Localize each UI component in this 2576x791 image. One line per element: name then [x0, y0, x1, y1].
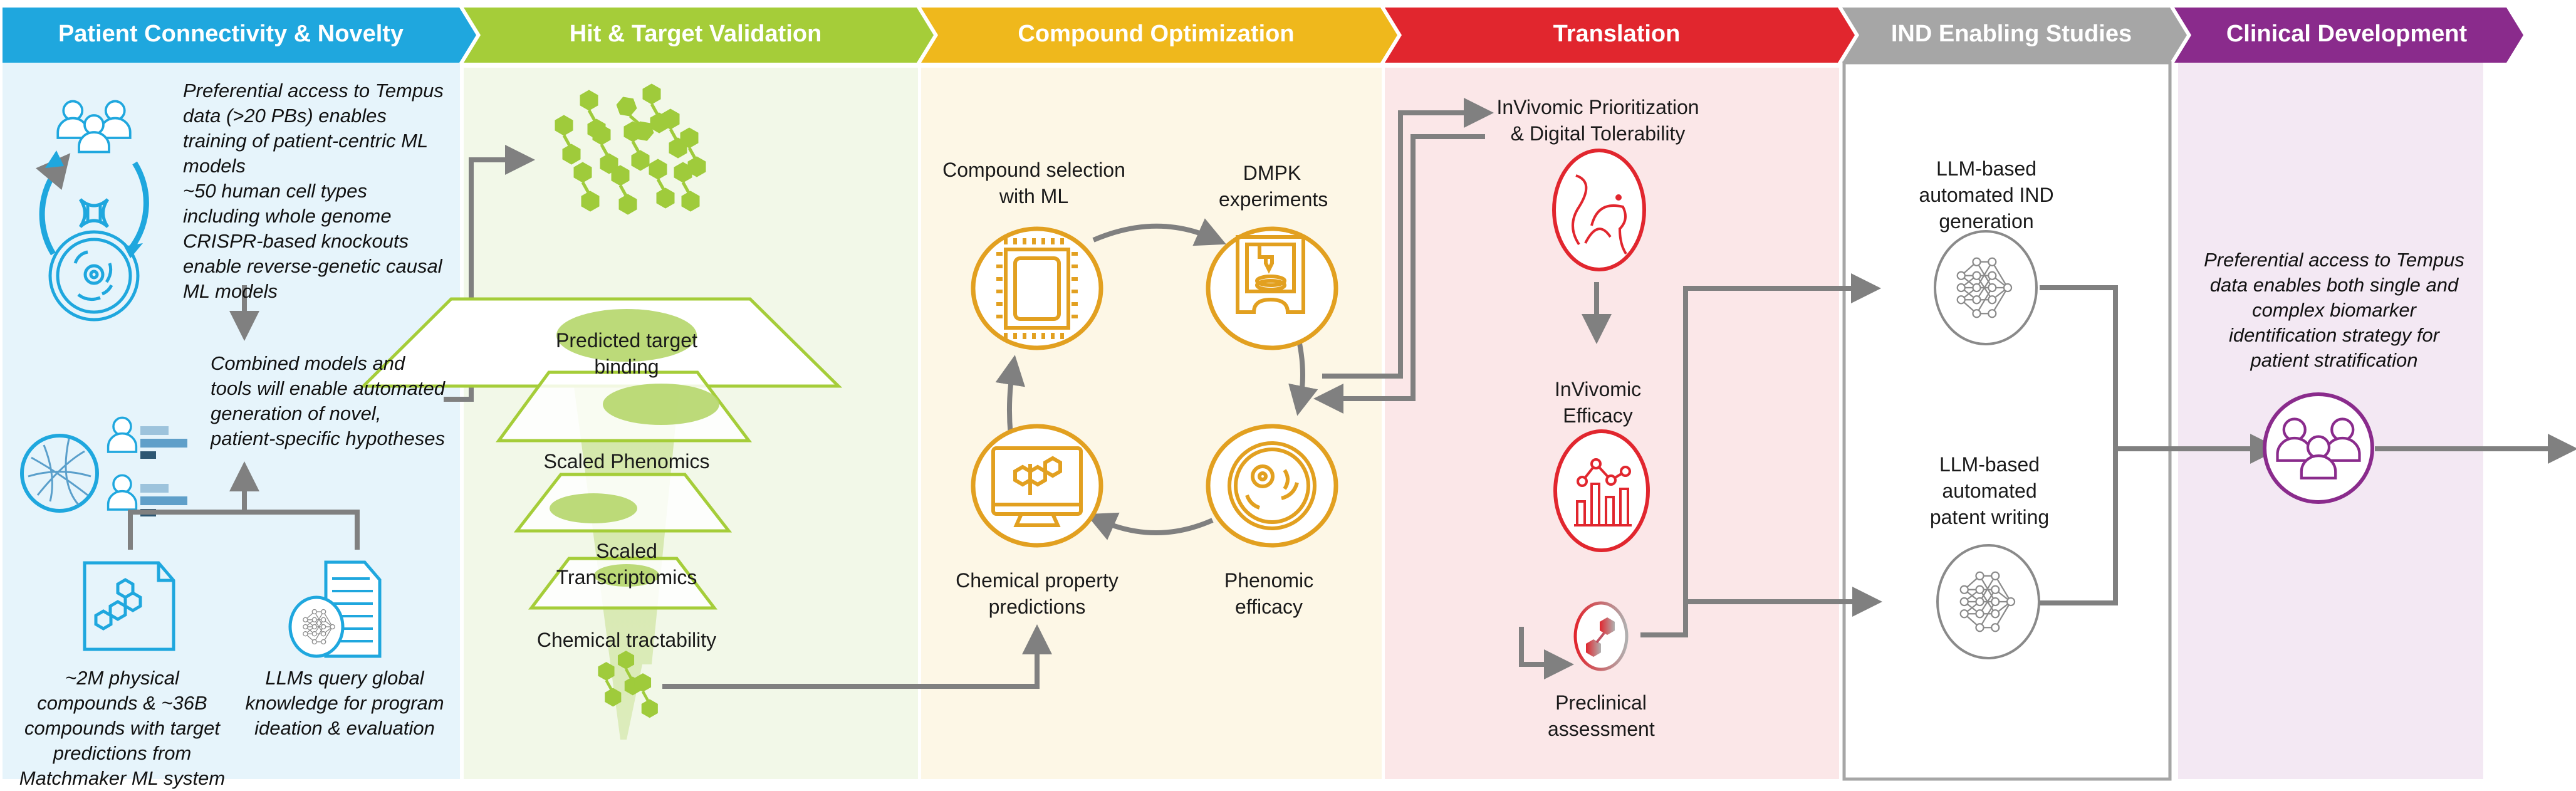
label-dmpk: DMPK experiments	[1219, 162, 1328, 211]
flow-arrow	[1322, 98, 1494, 379]
header-translation	[1385, 8, 1855, 63]
patient-panel	[3, 63, 460, 779]
flow-arrow	[2040, 285, 2118, 605]
label-invivomic-efficacy: InVivomic Efficacy	[1554, 378, 1642, 427]
efficacy-node	[1553, 429, 1650, 552]
chemical-property-node	[971, 424, 1103, 548]
mouse-node	[1552, 149, 1646, 271]
cycle-arrow-right-icon	[129, 161, 149, 249]
llm-document-icon	[288, 560, 382, 658]
patient-stratification-node	[2263, 392, 2374, 504]
patient-data-text: Preferential access to Tempus data (>20 …	[183, 80, 444, 177]
monitor-molecule-icon	[991, 446, 1083, 527]
stage-title-patient: Patient Connectivity & Novelty	[58, 21, 404, 47]
flow-arrow	[1519, 627, 1574, 679]
flow-arrow	[662, 624, 1052, 689]
flow-arrow	[444, 145, 535, 402]
cell-types-text: ~50 human cell types including whole gen…	[183, 180, 442, 302]
stage-title-clinical: Clinical Development	[2226, 21, 2468, 47]
cell-icon	[48, 230, 140, 322]
layer-label-scaled-transcriptomics: Scaled Transcriptomics	[556, 540, 697, 589]
chord-diagram-icon	[20, 434, 99, 513]
layer-predicted-binding	[359, 297, 843, 388]
label-patent-writing: LLM-based automated patent writing	[1929, 453, 2050, 528]
cycle-arrow-left-icon	[35, 153, 71, 256]
preclinical-node	[1573, 601, 1629, 671]
3d-printer-icon	[1236, 235, 1305, 314]
header-clinical	[2174, 8, 2523, 63]
label-compound-selection: Compound selection with ML	[942, 159, 1125, 207]
dmpk-node	[1206, 226, 1338, 350]
phenomic-efficacy-node	[1206, 424, 1338, 548]
llm-query-text: LLMs query global knowledge for program …	[245, 667, 444, 739]
header-hit	[464, 8, 934, 63]
header-compound	[921, 8, 1397, 63]
label-ind-generation: LLM-based automated IND generation	[1919, 157, 2054, 233]
flow-arrow	[1683, 587, 1882, 633]
compound-selection-node	[971, 226, 1103, 350]
molecule-icon	[1586, 617, 1615, 657]
clinical-biomarker-text: Preferential access to Tempus data enabl…	[2204, 249, 2464, 371]
header-ind	[1842, 8, 2187, 63]
layer-label-scaled-phenomics: Scaled Phenomics	[543, 450, 710, 473]
layer-scaled-phenomics-group	[496, 370, 753, 443]
compounds-text: ~2M physical compounds & ~36B compounds …	[19, 667, 226, 789]
compound-panel	[921, 68, 1382, 779]
patent-writing-node	[1936, 544, 2040, 659]
label-chemical-property: Chemical property predictions	[956, 569, 1119, 618]
molecule-document-icon	[83, 561, 175, 651]
layer-label-predicted-target-binding: Predicted target binding	[556, 329, 697, 378]
layer-scaled-transcriptomics	[513, 473, 733, 533]
label-invivomic-prioritization: InVivomic Prioritization & Digital Toler…	[1496, 96, 1699, 145]
dna-icon	[78, 198, 110, 228]
layer-chemical-tractability	[528, 557, 718, 610]
stage-title-compound: Compound Optimization	[1018, 21, 1295, 47]
combined-models-text: Combined models and tools will enable au…	[211, 352, 445, 449]
flow-arrow	[1313, 134, 1485, 414]
stage-title-ind: IND Enabling Studies	[1890, 21, 2132, 47]
label-phenomic-efficacy: Phenomic efficacy	[1224, 569, 1314, 618]
stage-title-translation: Translation	[1553, 21, 1681, 47]
mouse-icon	[1572, 174, 1627, 255]
stage-title-hit: Hit & Target Validation	[569, 21, 822, 47]
cell-icon	[1228, 441, 1317, 530]
layer-label-chemical-tractability: Chemical tractability	[536, 629, 717, 651]
bar-line-chart-icon	[1574, 458, 1632, 526]
ind-generation-node	[1934, 230, 2038, 345]
header-patient	[3, 8, 476, 63]
label-preclinical-assessment: Preclinical assessment	[1548, 691, 1655, 740]
chip-icon	[996, 238, 1078, 339]
